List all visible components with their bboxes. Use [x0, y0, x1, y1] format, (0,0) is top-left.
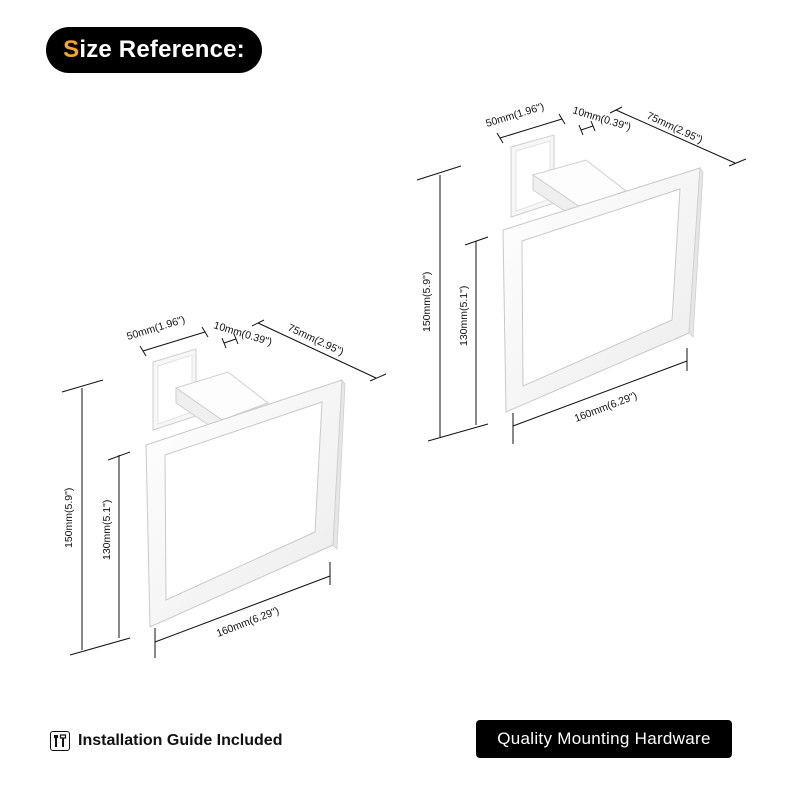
left-ring-frame	[145, 378, 346, 628]
right-dim-projection: 75mm(2.95")	[645, 110, 705, 146]
left-dim-base-width: 50mm(1.96")	[125, 314, 186, 343]
right-dim-base-width: 50mm(1.96")	[484, 101, 545, 130]
right-towel-ring: 50mm(1.96") 10mm(0.39") 75mm(2.95") 150m…	[416, 101, 747, 444]
right-dimension-lines	[416, 106, 747, 444]
quality-hardware-badge: Quality Mounting Hardware	[476, 720, 732, 758]
left-dim-arm-thickness: 10mm(0.39")	[212, 319, 273, 348]
left-dim-total-height: 150mm(5.9")	[63, 488, 75, 548]
left-dimension-lines	[61, 319, 387, 658]
tools-icon	[50, 731, 70, 751]
left-dim-ring-width: 160mm(6.29")	[215, 605, 281, 640]
right-ring-frame	[502, 166, 704, 413]
right-dim-total-height: 150mm(5.9")	[421, 272, 433, 332]
installation-guide-label: Installation Guide Included	[78, 732, 283, 749]
title-first-letter: S	[63, 36, 80, 63]
installation-guide-note: Installation Guide Included	[50, 728, 282, 754]
right-dim-ring-width: 160mm(6.29")	[573, 390, 639, 425]
title-rest: ize Reference:	[79, 36, 245, 63]
quality-hardware-label: Quality Mounting Hardware	[497, 729, 711, 748]
right-dim-ring-height: 130mm(5.1")	[458, 286, 470, 346]
left-dim-ring-height: 130mm(5.1")	[101, 500, 113, 560]
left-towel-ring: 50mm(1.96") 10mm(0.39") 75mm(2.95") 150m…	[61, 314, 387, 658]
